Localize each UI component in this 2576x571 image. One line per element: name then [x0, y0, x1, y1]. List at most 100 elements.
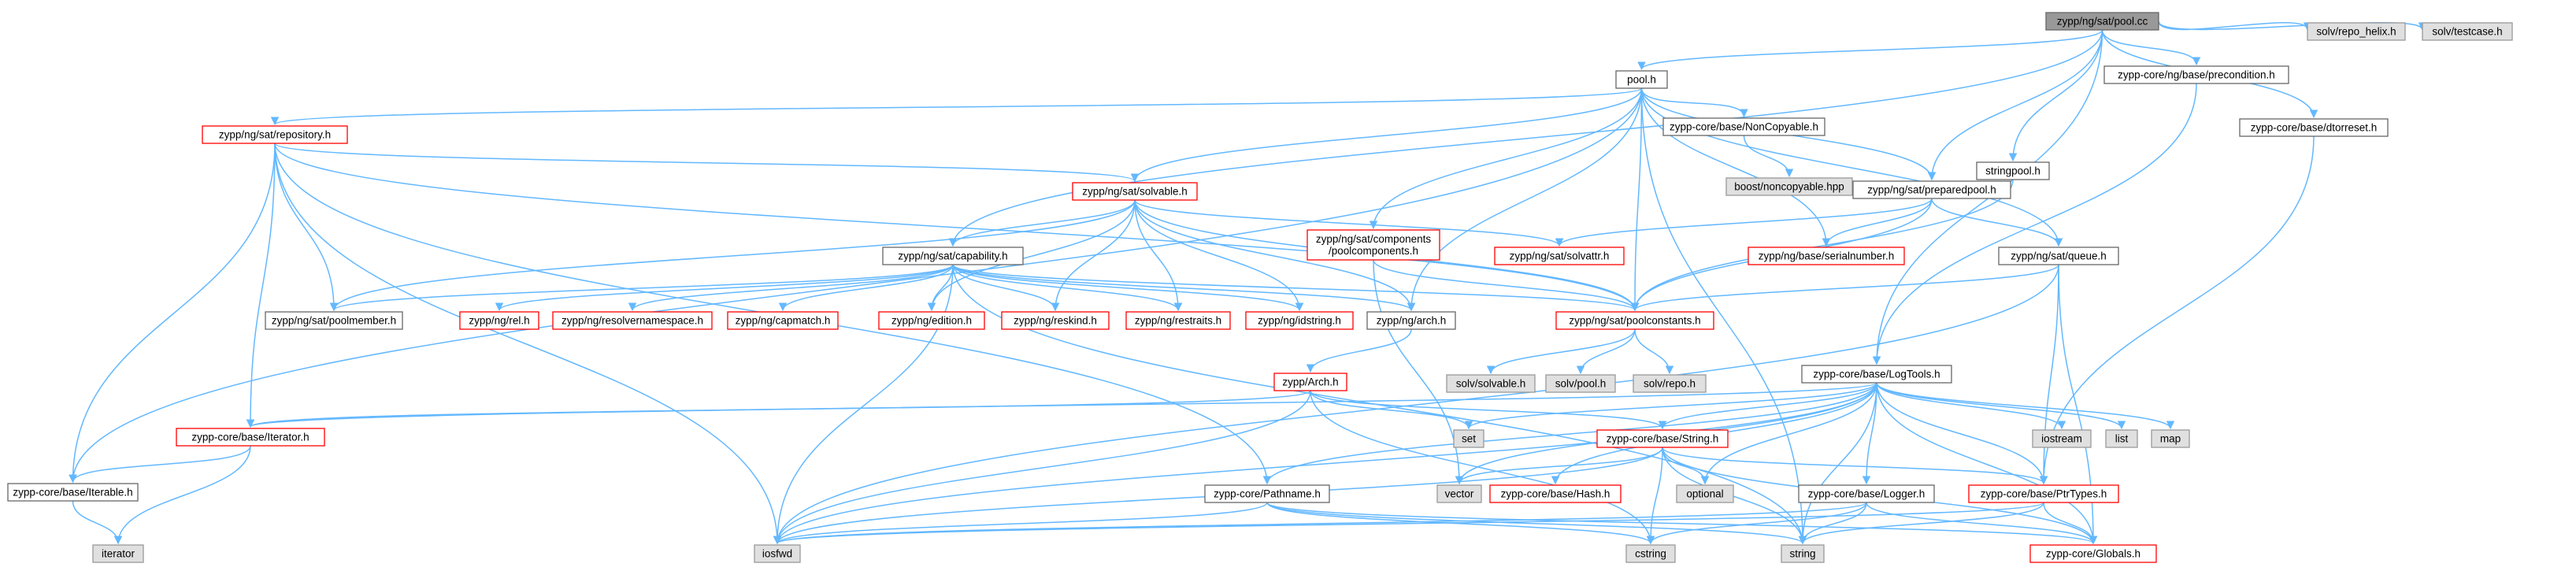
node-rel[interactable]: zypp/ng/rel.h: [459, 311, 539, 330]
node-zypp-arch[interactable]: zypp/Arch.h: [1273, 373, 1347, 391]
node-iterator[interactable]: iterator: [92, 544, 144, 563]
node-iosfwd[interactable]: iosfwd: [754, 544, 801, 563]
node-idstring[interactable]: zypp/ng/idstring.h: [1245, 311, 1354, 330]
node-label: zypp/ng/sat/queue.h: [2011, 250, 2107, 262]
node-label: iterator: [102, 548, 135, 560]
node-hash[interactable]: zypp-core/base/Hash.h: [1489, 484, 1622, 503]
node-string[interactable]: string: [1781, 544, 1825, 563]
node-string-h[interactable]: zypp-core/base/String.h: [1596, 429, 1729, 448]
node-solv-pool[interactable]: solv/pool.h: [1545, 374, 1616, 393]
node-set[interactable]: set: [1453, 429, 1484, 448]
node-solvable[interactable]: zypp/ng/sat/solvable.h: [1072, 182, 1198, 201]
node-label: vector: [1445, 488, 1474, 500]
node-map[interactable]: map: [2151, 429, 2190, 448]
node-ng-arch[interactable]: zypp/ng/arch.h: [1366, 311, 1456, 330]
node-label: zypp-core/Globals.h: [2046, 548, 2140, 560]
node-stringpool[interactable]: stringpool.h: [1976, 161, 2050, 180]
edge-zypp_arch-to-set: [1310, 390, 1473, 430]
node-label: solv/solvable.h: [1456, 378, 1526, 390]
edge-repository-to-iosfwd: [274, 143, 782, 545]
edge-logtools-to-ptrtypes: [1876, 382, 2048, 485]
node-iterator-h[interactable]: zypp-core/base/Iterator.h: [176, 428, 325, 447]
node-solv-repo[interactable]: solv/repo.h: [1633, 374, 1707, 393]
node-repository[interactable]: zypp/ng/sat/repository.h: [202, 125, 348, 144]
node-label: solv/testcase.h: [2432, 26, 2502, 38]
node-solv-repo-helix[interactable]: solv/repo_helix.h: [2307, 22, 2406, 41]
edge-solvable-to-poolmember: [329, 199, 1136, 312]
node-vector[interactable]: vector: [1436, 484, 1482, 503]
node-label: iostream: [2041, 433, 2082, 445]
node-box: [202, 125, 348, 144]
node-solv-solvable[interactable]: solv/solvable.h: [1446, 374, 1536, 393]
node-solv-testcase[interactable]: solv/testcase.h: [2422, 22, 2513, 41]
node-box: [459, 311, 539, 330]
node-logger[interactable]: zypp-core/base/Logger.h: [1798, 484, 1935, 503]
node-pool-cc[interactable]: zypp/ng/sat/pool.cc: [2045, 12, 2159, 31]
node-label: zypp/ng/reskind.h: [1014, 315, 1097, 327]
node-poolmember[interactable]: zypp/ng/sat/poolmember.h: [265, 311, 403, 330]
node-box: [1125, 311, 1231, 330]
edge-repository-to-iterator_h: [246, 143, 276, 428]
node-edition[interactable]: zypp/ng/edition.h: [878, 311, 985, 330]
node-label: zypp-core/base/dtorreset.h: [2251, 122, 2378, 134]
edge-repository-to-poolconstants: [274, 143, 1640, 312]
edge-capability-to-iosfwd: [773, 264, 954, 545]
edge-logtools-to-iosfwd: [773, 382, 1877, 545]
edge-zypp_arch-to-cstring: [1310, 390, 1655, 545]
node-restraits[interactable]: zypp/ng/restraits.h: [1125, 311, 1231, 330]
node-box: [1366, 311, 1456, 330]
node-serialnumber[interactable]: zypp/ng/base/serialnumber.h: [1748, 247, 1905, 265]
node-list[interactable]: list: [2105, 429, 2138, 448]
edge-repository-to-poolmember: [274, 143, 339, 312]
node-ptrtypes[interactable]: zypp-core/base/PtrTypes.h: [1968, 484, 2119, 503]
edge-pool_cc-to-solv_testcase: [2158, 20, 2427, 32]
node-poolconstants[interactable]: zypp/ng/sat/poolconstants.h: [1555, 311, 1714, 330]
node-label: zypp/ng/capmatch.h: [736, 315, 831, 327]
node-label: zypp/ng/sat/components: [1316, 233, 1432, 245]
edge-queue-to-ptrtypes: [2039, 264, 2059, 485]
node-box: [1204, 484, 1330, 503]
node-capability[interactable]: zypp/ng/sat/capability.h: [882, 247, 1024, 265]
node-box: [1453, 429, 1484, 448]
node-boost-noncopyable[interactable]: boost/noncopyable.hpp: [1725, 177, 1853, 196]
node-box: [1001, 311, 1110, 330]
node-dtorreset[interactable]: zypp-core/base/dtorreset.h: [2239, 118, 2389, 137]
node-cstring[interactable]: cstring: [1625, 544, 1676, 563]
edge-capability-to-restraits: [952, 264, 1183, 312]
node-logtools[interactable]: zypp-core/base/LogTools.h: [1801, 365, 1952, 384]
node-label: zypp/ng/idstring.h: [1258, 315, 1341, 327]
node-optional[interactable]: optional: [1676, 484, 1734, 503]
node-label: zypp-core/base/Logger.h: [1808, 488, 1926, 500]
node-precondition[interactable]: zypp-core/ng/base/precondition.h: [2103, 65, 2289, 84]
edge-pool_h-to-poolcomponents: [1369, 87, 1643, 230]
edge-stringpool-to-poolconstants: [1630, 179, 2014, 312]
node-queue[interactable]: zypp/ng/sat/queue.h: [1998, 247, 2119, 265]
node-label: zypp-core/base/Iterator.h: [191, 432, 309, 443]
node-poolcomponents[interactable]: zypp/ng/sat/components/poolcomponents.h: [1307, 229, 1440, 261]
node-box: [2151, 429, 2190, 448]
node-noncopyable[interactable]: zypp-core/base/NonCopyable.h: [1662, 117, 1825, 136]
node-globals[interactable]: zypp-core/Globals.h: [2029, 544, 2157, 563]
edge-zypp_arch-to-string_h: [1310, 390, 1667, 430]
edge-pathname-to-globals: [1266, 502, 2097, 545]
edge-logtools-to-set: [1464, 382, 1877, 430]
node-resolvernamespace[interactable]: zypp/ng/resolvernamespace.h: [552, 311, 713, 330]
edge-pool_cc-to-preparedpool: [1927, 29, 2103, 181]
node-solvattr[interactable]: zypp/ng/sat/solvattr.h: [1494, 247, 1625, 265]
edge-ptrtypes-to-iosfwd: [773, 502, 2044, 545]
node-box: [2422, 22, 2513, 41]
node-iostream[interactable]: iostream: [2032, 429, 2092, 448]
edge-capability-to-reskind: [952, 264, 1060, 312]
node-pathname[interactable]: zypp-core/Pathname.h: [1204, 484, 1330, 503]
node-iterable[interactable]: zypp-core/base/Iterable.h: [7, 483, 139, 502]
node-reskind[interactable]: zypp/ng/reskind.h: [1001, 311, 1110, 330]
node-box: [176, 428, 325, 447]
edge-ptrtypes-to-string: [1798, 502, 2044, 545]
edge-logtools-to-optional: [1700, 382, 1877, 485]
node-capmatch[interactable]: zypp/ng/capmatch.h: [727, 311, 839, 330]
node-label: boost/noncopyable.hpp: [1734, 181, 1844, 193]
node-preparedpool[interactable]: zypp/ng/sat/preparedpool.h: [1852, 180, 2011, 199]
edge-solvable-to-ng_arch: [1134, 199, 1416, 312]
node-box: [1801, 365, 1952, 384]
node-pool-h[interactable]: pool.h: [1615, 70, 1668, 89]
